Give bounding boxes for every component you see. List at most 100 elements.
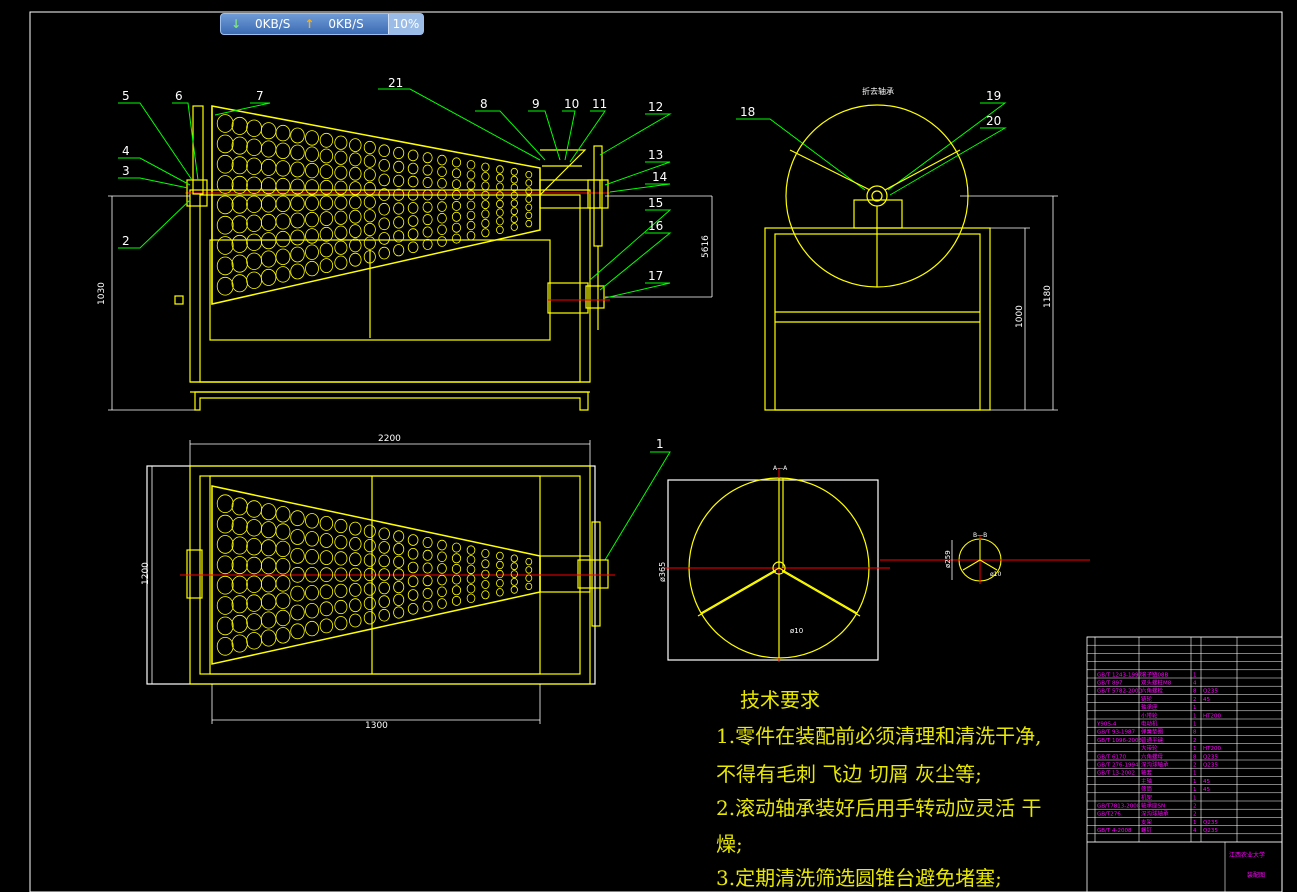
- perforation-hole: [525, 566, 533, 574]
- perforation-hole: [216, 514, 234, 534]
- perforation-hole: [451, 233, 462, 244]
- perforation-hole: [305, 549, 319, 565]
- perforation-hole: [216, 494, 234, 514]
- dim-circle-a: ø365: [658, 562, 667, 582]
- dim-hub-a: ø10: [790, 627, 803, 635]
- perforation-hole: [290, 161, 305, 178]
- perforation-hole: [363, 524, 376, 538]
- perforation-hole: [481, 228, 490, 238]
- perforation-hole: [334, 518, 348, 534]
- parts-list-material: HT200: [1203, 713, 1221, 719]
- perforation-hole: [216, 555, 234, 575]
- side-view-label: 折去轴承: [862, 86, 894, 96]
- network-status-bar[interactable]: ↓ 0KB/S ↑ 0KB/S 10%: [220, 13, 424, 35]
- perforation-hole: [216, 256, 234, 276]
- perforation-hole: [510, 223, 518, 231]
- perforation-hole: [246, 519, 263, 537]
- perforation-hole: [363, 538, 376, 553]
- perforation-hole: [260, 158, 277, 176]
- perforation-hole: [246, 538, 263, 556]
- upload-rate: 0KB/S: [328, 17, 364, 31]
- perforation-hole: [393, 188, 405, 201]
- perforation-hole: [422, 214, 433, 226]
- perforation-hole: [319, 148, 334, 164]
- perforation-hole: [378, 568, 390, 581]
- perforation-hole: [451, 553, 462, 564]
- perforation-hole: [466, 564, 476, 575]
- parts-list-qty: 8: [1193, 754, 1197, 760]
- perforation-hole: [231, 634, 248, 653]
- perforation-hole: [290, 510, 305, 527]
- part-label-19: 19: [986, 89, 1001, 103]
- parts-list-standard: GB/T 276-1994: [1097, 763, 1139, 769]
- dim-circle-b: ø259: [944, 550, 952, 568]
- perforation-hole: [260, 268, 277, 286]
- front-dimensions: [108, 195, 713, 411]
- parts-list-name: 深沟球轴承: [1141, 810, 1169, 818]
- perforation-hole: [290, 246, 305, 263]
- perforation-hole: [378, 159, 390, 172]
- perforation-hole: [349, 521, 362, 536]
- parts-list-qty: 1: [1193, 787, 1197, 793]
- arrow-down-icon: ↓: [231, 17, 242, 31]
- perforation-hole: [290, 548, 305, 564]
- perforation-hole: [319, 567, 334, 583]
- perforation-hole: [275, 160, 291, 177]
- perforation-hole: [305, 531, 319, 547]
- perforation-hole: [363, 140, 376, 155]
- perforation-hole: [466, 180, 476, 190]
- perforation-hole: [363, 181, 376, 196]
- perforation-hole: [349, 209, 362, 224]
- arrow-up-icon: ↑: [304, 17, 315, 31]
- part-label-3: 3: [122, 164, 130, 178]
- perforation-hole: [393, 606, 405, 619]
- perforation-hole: [275, 195, 291, 213]
- perforation-hole: [246, 119, 263, 138]
- perforation-hole: [378, 232, 390, 245]
- perforation-hole: [305, 179, 319, 195]
- perforation-hole: [496, 551, 504, 561]
- perforation-hole: [290, 566, 305, 583]
- perforation-hole: [525, 574, 533, 582]
- perforation-hole: [363, 611, 376, 625]
- perforation-hole: [231, 497, 248, 516]
- parts-list-qty: 2: [1193, 763, 1197, 769]
- perforation-hole: [349, 152, 362, 167]
- parts-list-name: 主轴: [1141, 777, 1153, 785]
- parts-list-name: 机架: [1141, 793, 1153, 801]
- part-label-6: 6: [175, 89, 183, 103]
- perforation-hole: [290, 144, 305, 161]
- parts-list-material: Q235: [1203, 763, 1218, 769]
- dim-top-width: 2200: [378, 434, 401, 444]
- perforation-hole: [363, 596, 376, 611]
- perforation-hole: [275, 213, 291, 230]
- perforation-hole: [363, 168, 376, 182]
- parts-list-qty: 1: [1193, 771, 1197, 777]
- perforation-hole: [378, 554, 390, 568]
- perforation-hole: [275, 506, 291, 523]
- perforation-hole: [260, 232, 277, 250]
- perforation-hole: [246, 500, 263, 518]
- perforation-hole: [451, 595, 462, 606]
- part-label-5: 5: [122, 89, 130, 103]
- perforation-hole: [378, 608, 390, 622]
- perforation-hole: [393, 542, 405, 556]
- perforation-hole: [216, 195, 234, 215]
- parts-list-qty: 8: [1193, 689, 1197, 695]
- perforation-hole: [422, 164, 433, 176]
- perforation-hole: [407, 175, 419, 188]
- perforation-hole: [393, 174, 405, 187]
- dim-top-height: 1200: [141, 562, 151, 585]
- perforation-hole: [305, 211, 319, 228]
- parts-list-standard: GB/T 897: [1097, 681, 1123, 687]
- section-b-label: B—B: [973, 532, 987, 539]
- perforation-hole: [437, 212, 447, 224]
- perforation-hole: [260, 557, 277, 575]
- parts-list-name: 筛筒: [1141, 785, 1153, 793]
- section-b-view: [880, 536, 1090, 584]
- tech-requirement-line-2: 不得有毛刺 飞边 切屑 灰尘等;: [716, 762, 982, 786]
- perforation-hole: [525, 187, 533, 195]
- perforation-hole: [319, 226, 334, 242]
- perforation-hole: [305, 130, 319, 146]
